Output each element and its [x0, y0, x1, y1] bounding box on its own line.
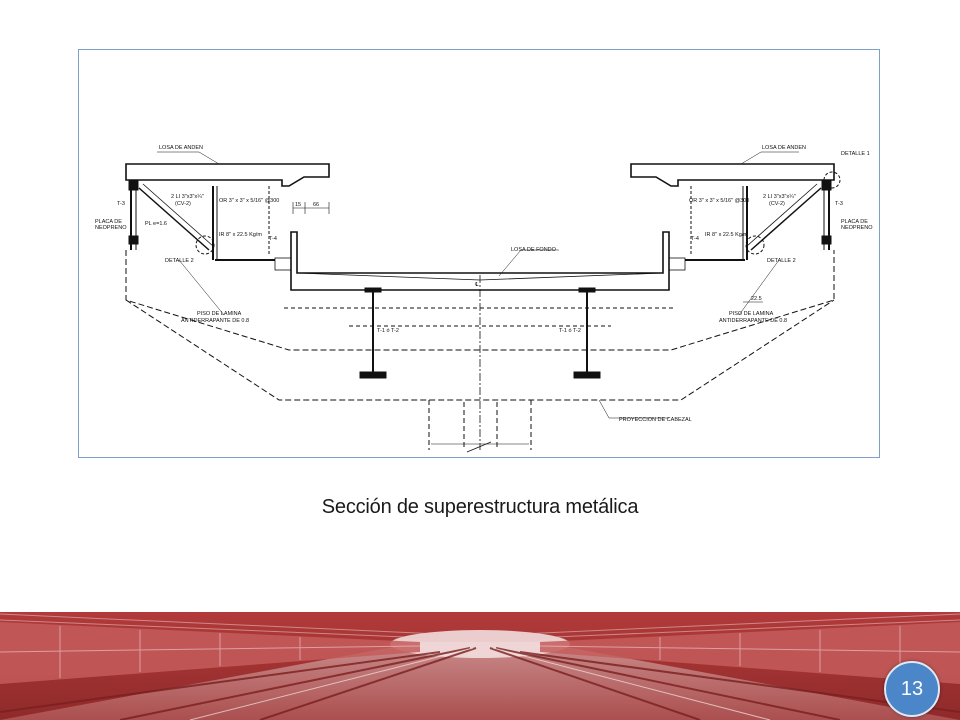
left-platform-slab [125, 163, 330, 187]
label-or-right: OR 3" x 3" x 5/16" @300 [689, 198, 749, 204]
label-piso-right-1: PISO DE LAMINA [729, 311, 774, 317]
label-ir-right: IR 8" x 22.5 Kg/m [705, 232, 748, 238]
label-cv-left: (CV-2) [175, 201, 191, 207]
rail-depot-banner [0, 612, 960, 720]
label-placa-left-2: NEOPRENO [95, 225, 127, 231]
label-losa-anden-right: LOSA DE ANDEN [762, 145, 806, 151]
label-pl: PL e=1.6 [145, 221, 167, 227]
label-proyeccion: PROYECCION DE CABEZAL [619, 417, 692, 423]
label-detalle-2-right: DETALLE 2 [767, 258, 796, 264]
drawing-frame: LOSA DE ANDEN LOSA DE ANDEN DETALLE 1 2 … [78, 49, 880, 458]
label-t1-right: T-1 ó T-2 [559, 328, 581, 334]
cross-section-drawing: LOSA DE ANDEN LOSA DE ANDEN DETALLE 1 2 … [95, 145, 873, 453]
label-piso-left-1: PISO DE LAMINA [197, 311, 242, 317]
slide-caption: Sección de superestructura metálica [321, 496, 639, 518]
label-piso-left-2: ANTIDERRAPANTE DE 0.8 [181, 318, 249, 324]
label-t3-right: T-3 [835, 201, 843, 207]
label-centerline: ℄ [474, 282, 479, 288]
label-t4-right: T-4 [691, 236, 699, 242]
label-placa-right-2: NEOPRENO [841, 225, 873, 231]
label-t3-left: T-3 [117, 201, 125, 207]
label-detalle-1: DETALLE 1 [841, 151, 870, 157]
label-placa-left-1: PLACA DE [95, 219, 122, 225]
label-losa-anden-left: LOSA DE ANDEN [159, 145, 203, 151]
label-losa-fondo: LOSA DE FONDO [511, 247, 557, 253]
right-platform-slab [630, 163, 835, 187]
label-cv-right: (CV-2) [769, 201, 785, 207]
label-placa-right-1: PLACA DE [841, 219, 868, 225]
label-t4-left: T-4 [269, 236, 277, 242]
label-dim-15: 15 [295, 202, 301, 208]
label-dim-66: 66 [313, 202, 319, 208]
bottom-slab [290, 231, 670, 291]
label-dim-225: 22.5 [751, 296, 762, 302]
rail-depot-image [0, 612, 960, 720]
label-or-left: OR 3" x 3" x 5/16" @300 [219, 198, 279, 204]
label-angle-right: 2 LI 3"x3"x¼" [763, 194, 796, 200]
label-ir-left: IR 8" x 22.5 Kg/m [219, 232, 262, 238]
label-detalle-2-left: DETALLE 2 [165, 258, 194, 264]
label-piso-right-2: ANTIDERRAPANTE DE 0.8 [719, 318, 787, 324]
label-t1-left: T-1 ó T-2 [377, 328, 399, 334]
label-angle-left: 2 LI 3"x3"x¼" [171, 194, 204, 200]
page-number-badge: 13 [884, 661, 940, 717]
